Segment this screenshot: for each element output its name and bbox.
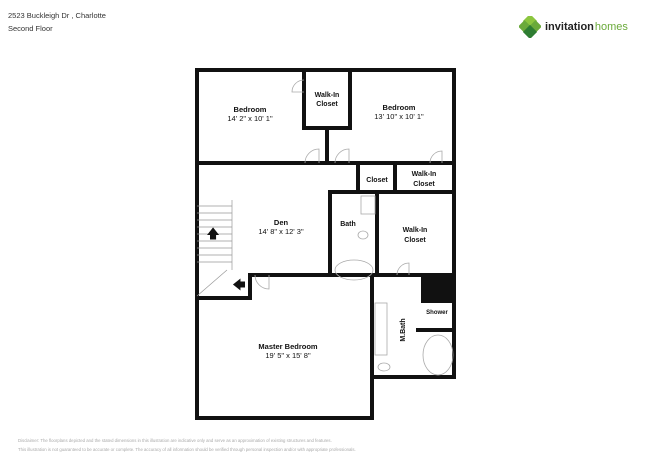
room-name-master-bath: M.Bath bbox=[400, 318, 407, 341]
room-name-master-bedroom: Master Bedroom bbox=[258, 342, 318, 351]
room-name-bath: Bath bbox=[340, 221, 356, 228]
room-dims-master-bedroom: 19' 5" x 15' 8" bbox=[265, 351, 311, 360]
staircase bbox=[196, 200, 233, 297]
room-name-bedroom-2: Bedroom bbox=[383, 103, 416, 112]
room-dims-den: 14' 8" x 12' 3" bbox=[258, 227, 304, 236]
logo-word-invitation: invitation bbox=[545, 21, 594, 33]
logo-mark-icon bbox=[519, 16, 541, 38]
room-dims-bedroom-1: 14' 2" x 10' 1" bbox=[227, 114, 273, 123]
room-name-walkin-3: Walk-In bbox=[403, 227, 428, 234]
room-name-shower: Shower bbox=[426, 310, 448, 316]
property-address: 2523 Buckleigh Dr , Charlotte bbox=[8, 11, 106, 20]
disclaimer-line-2: This illustration is not guaranteed to b… bbox=[18, 447, 356, 452]
room-name-closet: Closet bbox=[366, 177, 388, 184]
room-name-walkin-2b: Closet bbox=[413, 181, 435, 188]
floor-label: Second Floor bbox=[8, 24, 53, 33]
room-dims-bedroom-2: 13' 10" x 10' 1" bbox=[374, 112, 424, 121]
room-name-walkin-1b: Closet bbox=[316, 101, 338, 108]
room-name-walkin-3b: Closet bbox=[404, 237, 426, 244]
fixtures bbox=[254, 79, 454, 376]
stairs-left-arrow-icon: 🡄 bbox=[232, 277, 245, 292]
room-name-den: Den bbox=[274, 218, 289, 227]
stairs-up-arrow-icon: 🡅 bbox=[206, 226, 219, 241]
disclaimer-line-1: Disclaimer: The floorplans depicted and … bbox=[18, 438, 332, 443]
room-name-walkin-2: Walk-In bbox=[412, 171, 437, 178]
room-name-bedroom-1: Bedroom bbox=[234, 105, 267, 114]
shower-block bbox=[421, 275, 454, 303]
walls bbox=[195, 68, 456, 420]
room-name-walkin-1: Walk-In bbox=[315, 92, 340, 99]
logo-word-homes: homes bbox=[594, 21, 628, 33]
